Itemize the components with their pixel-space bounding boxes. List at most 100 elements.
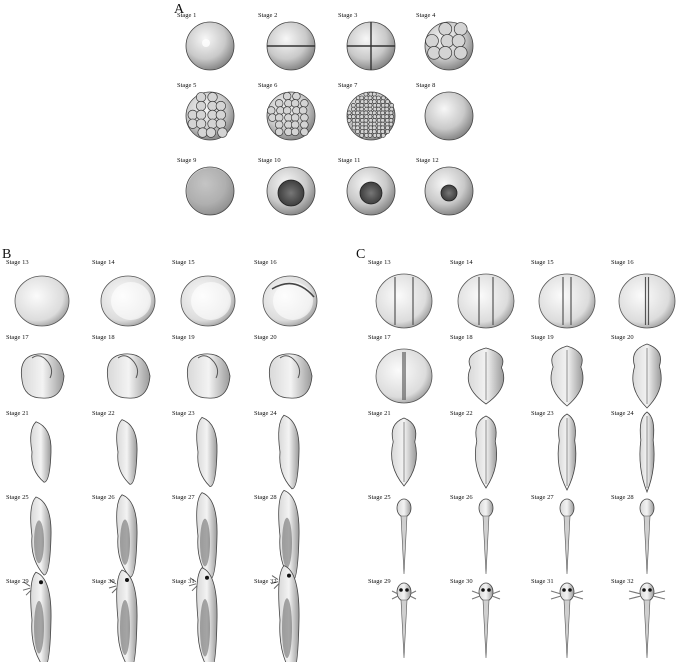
stage-label-a-5: Stage 5	[177, 82, 197, 89]
stage-label-b-20: Stage 20	[254, 334, 277, 341]
stage-label-b-13: Stage 13	[6, 259, 29, 266]
stage-label-a-8: Stage 8	[416, 82, 436, 89]
embryo-c-20	[632, 343, 662, 409]
embryo-b-25	[30, 496, 52, 576]
embryo-b-17	[20, 353, 65, 399]
embryo-c-14	[457, 273, 515, 329]
stage-label-b-31: Stage 31	[172, 578, 195, 585]
stage-label-b-17: Stage 17	[6, 334, 29, 341]
stage-label-b-26: Stage 26	[92, 494, 115, 501]
embryo-b-18	[106, 353, 151, 399]
embryo-b-13	[14, 275, 70, 327]
embryo-b-31	[188, 567, 218, 662]
stage-label-b-21: Stage 21	[6, 410, 29, 417]
stage-label-a-2: Stage 2	[258, 12, 278, 19]
stage-label-c-18: Stage 18	[450, 334, 473, 341]
embryo-a-8	[424, 91, 474, 141]
embryo-a-1	[185, 21, 235, 71]
stage-label-c-20: Stage 20	[611, 334, 634, 341]
embryo-c-17	[375, 348, 433, 404]
stage-label-b-23: Stage 23	[172, 410, 195, 417]
embryo-c-32	[628, 582, 666, 659]
panel-a-letter: A	[174, 2, 185, 17]
embryo-b-24	[278, 414, 300, 490]
stage-label-c-28: Stage 28	[611, 494, 634, 501]
panel-b-letter: B	[2, 247, 12, 262]
stage-label-c-27: Stage 27	[531, 494, 554, 501]
embryo-a-7	[346, 91, 396, 141]
embryo-b-22	[116, 419, 138, 485]
embryo-b-29	[22, 571, 52, 662]
embryo-b-30	[108, 569, 138, 662]
stage-label-c-14: Stage 14	[450, 259, 473, 266]
stage-label-c-29: Stage 29	[368, 578, 391, 585]
stage-label-a-12: Stage 12	[416, 157, 439, 164]
embryo-b-21	[30, 421, 52, 483]
embryo-c-29	[391, 582, 417, 659]
stage-label-a-9: Stage 9	[177, 157, 197, 164]
embryo-b-26	[116, 494, 138, 578]
stage-label-c-17: Stage 17	[368, 334, 391, 341]
stage-label-c-19: Stage 19	[531, 334, 554, 341]
embryo-c-27	[559, 498, 575, 575]
stage-label-a-6: Stage 6	[258, 82, 278, 89]
embryo-a-9	[185, 166, 235, 216]
embryo-a-3	[346, 21, 396, 71]
embryo-c-31	[550, 582, 584, 659]
embryo-b-19	[186, 353, 231, 399]
embryo-b-15	[180, 275, 236, 327]
stage-label-c-24: Stage 24	[611, 410, 634, 417]
stage-label-b-24: Stage 24	[254, 410, 277, 417]
embryo-a-6	[266, 91, 316, 141]
stage-label-a-7: Stage 7	[338, 82, 358, 89]
embryo-a-11	[346, 166, 396, 216]
stage-label-c-16: Stage 16	[611, 259, 634, 266]
stage-label-c-15: Stage 15	[531, 259, 554, 266]
stage-label-a-4: Stage 4	[416, 12, 436, 19]
embryo-b-32	[270, 565, 300, 662]
embryo-c-13	[375, 273, 433, 329]
embryo-c-28	[639, 498, 655, 575]
embryo-c-22	[474, 415, 498, 489]
stage-label-b-16: Stage 16	[254, 259, 277, 266]
stage-label-b-19: Stage 19	[172, 334, 195, 341]
embryo-b-28	[278, 489, 300, 583]
embryo-c-30	[471, 582, 501, 659]
stage-label-c-30: Stage 30	[450, 578, 473, 585]
embryo-b-27	[196, 492, 218, 580]
stage-label-c-31: Stage 31	[531, 578, 554, 585]
embryo-c-25	[396, 498, 412, 575]
embryo-c-24	[639, 411, 655, 494]
embryo-a-2	[266, 21, 316, 71]
stage-label-c-22: Stage 22	[450, 410, 473, 417]
stage-label-b-29: Stage 29	[6, 578, 29, 585]
stage-label-a-11: Stage 11	[338, 157, 361, 164]
stage-label-b-18: Stage 18	[92, 334, 115, 341]
embryo-c-19	[550, 345, 584, 407]
stage-label-b-28: Stage 28	[254, 494, 277, 501]
stage-label-c-23: Stage 23	[531, 410, 554, 417]
stage-label-c-25: Stage 25	[368, 494, 391, 501]
stage-label-b-30: Stage 30	[92, 578, 115, 585]
stage-label-c-21: Stage 21	[368, 410, 391, 417]
embryo-a-12	[424, 166, 474, 216]
stage-label-c-32: Stage 32	[611, 578, 634, 585]
stage-label-b-14: Stage 14	[92, 259, 115, 266]
stage-label-b-27: Stage 27	[172, 494, 195, 501]
stage-label-b-15: Stage 15	[172, 259, 195, 266]
embryo-a-5	[185, 91, 235, 141]
stage-label-b-32: Stage 32	[254, 578, 277, 585]
embryo-c-16	[618, 273, 676, 329]
embryo-c-21	[391, 417, 417, 487]
stage-label-b-22: Stage 22	[92, 410, 115, 417]
embryo-b-23	[196, 416, 218, 488]
stage-label-c-26: Stage 26	[450, 494, 473, 501]
stage-label-a-3: Stage 3	[338, 12, 358, 19]
embryo-b-16	[262, 275, 318, 327]
stage-label-b-25: Stage 25	[6, 494, 29, 501]
embryo-b-20	[268, 353, 313, 399]
panel-c-letter: C	[356, 247, 366, 262]
embryo-c-23	[557, 413, 577, 491]
embryo-c-15	[538, 273, 596, 329]
